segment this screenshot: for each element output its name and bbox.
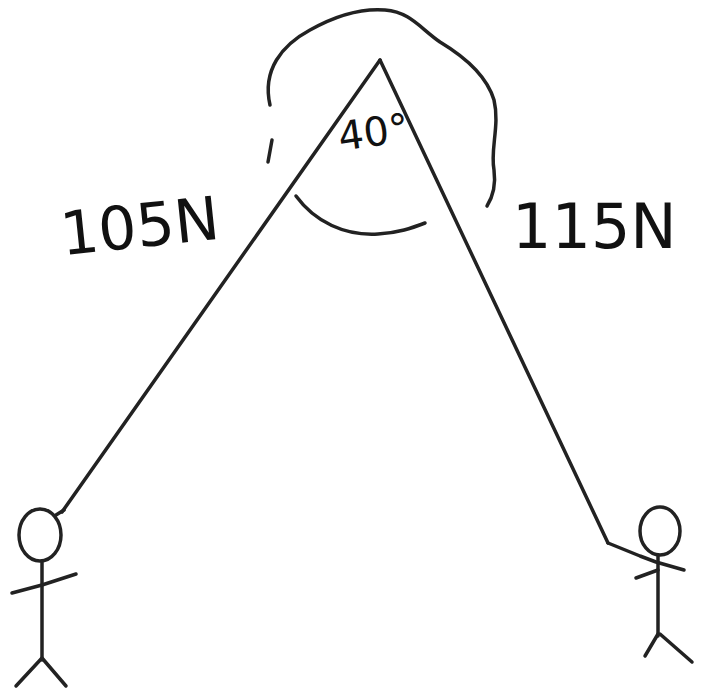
force-label: 105N <box>57 188 222 264</box>
force-label: 115N <box>512 196 677 258</box>
apex-outline <box>268 10 496 206</box>
left-person <box>12 509 76 686</box>
angle-arc <box>296 196 425 234</box>
right-person <box>608 507 692 662</box>
angle-label: 40° <box>336 107 412 156</box>
right-rope <box>380 60 608 543</box>
left-rope <box>62 60 380 512</box>
